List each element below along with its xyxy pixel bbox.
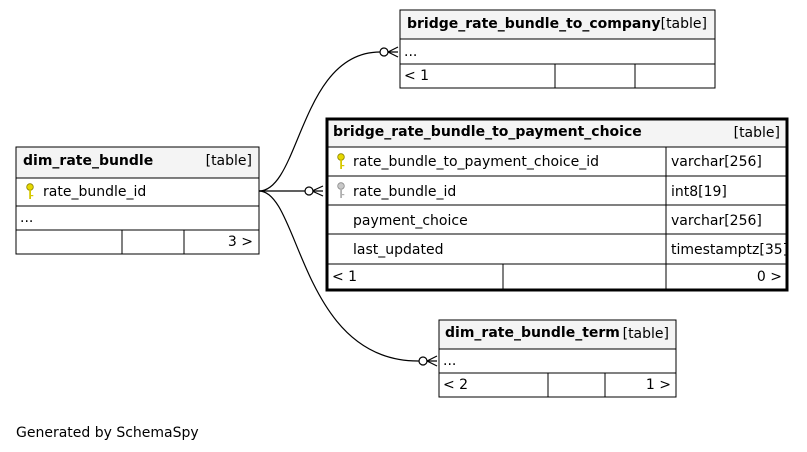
column-name: last_updated (353, 242, 443, 258)
table-kind-label: [table] (623, 326, 669, 342)
more-columns-indicator: ... (20, 210, 33, 226)
column-name: rate_bundle_to_payment_choice_id (353, 154, 599, 170)
table-title: dim_rate_bundle (23, 153, 153, 169)
table-dim-rate-bundle[interactable]: dim_rate_bundle [table] rate_bundle_id .… (15, 146, 260, 255)
more-columns-indicator: ... (404, 44, 417, 60)
table-kind-label: [table] (661, 16, 707, 32)
more-columns-indicator: ... (443, 353, 456, 369)
table-title: dim_rate_bundle_term (445, 325, 620, 341)
parent-count: < 1 (404, 68, 429, 84)
primary-key-icon (337, 153, 345, 169)
child-count: 3 > (228, 234, 253, 250)
parent-count: < 1 (332, 269, 357, 285)
column-name: payment_choice (353, 213, 468, 229)
column-type: varchar[256] (671, 154, 762, 170)
table-bridge-rate-bundle-to-payment-choice[interactable]: bridge_rate_bundle_to_payment_choice [ta… (325, 117, 789, 292)
primary-key-icon (26, 183, 34, 199)
child-count: 1 > (646, 377, 671, 393)
column-type: timestamptz[35] (671, 242, 788, 258)
column-type: varchar[256] (671, 213, 762, 229)
parent-count: < 2 (443, 377, 468, 393)
foreign-key-icon (337, 182, 345, 198)
column-type: int8[19] (671, 184, 727, 200)
edge-to-company (258, 51, 398, 192)
generated-by-footer: Generated by SchemaSpy (16, 425, 199, 441)
table-kind-label: [table] (734, 125, 780, 141)
table-bridge-rate-bundle-to-company[interactable]: bridge_rate_bundle_to_company [table] ..… (399, 9, 716, 89)
table-dim-rate-bundle-term[interactable]: dim_rate_bundle_term [table] ... < 2 1 > (438, 319, 677, 398)
edge-optional-marker (418, 356, 428, 366)
column-name: rate_bundle_id (353, 184, 456, 200)
edge-to-term (258, 190, 437, 362)
edge-optional-marker (379, 47, 389, 57)
column-name: rate_bundle_id (43, 184, 146, 200)
edge-optional-marker (304, 186, 314, 196)
child-count: 0 > (757, 269, 782, 285)
table-kind-label: [table] (206, 153, 252, 169)
table-title: bridge_rate_bundle_to_payment_choice (333, 124, 642, 140)
table-title: bridge_rate_bundle_to_company (407, 16, 660, 32)
